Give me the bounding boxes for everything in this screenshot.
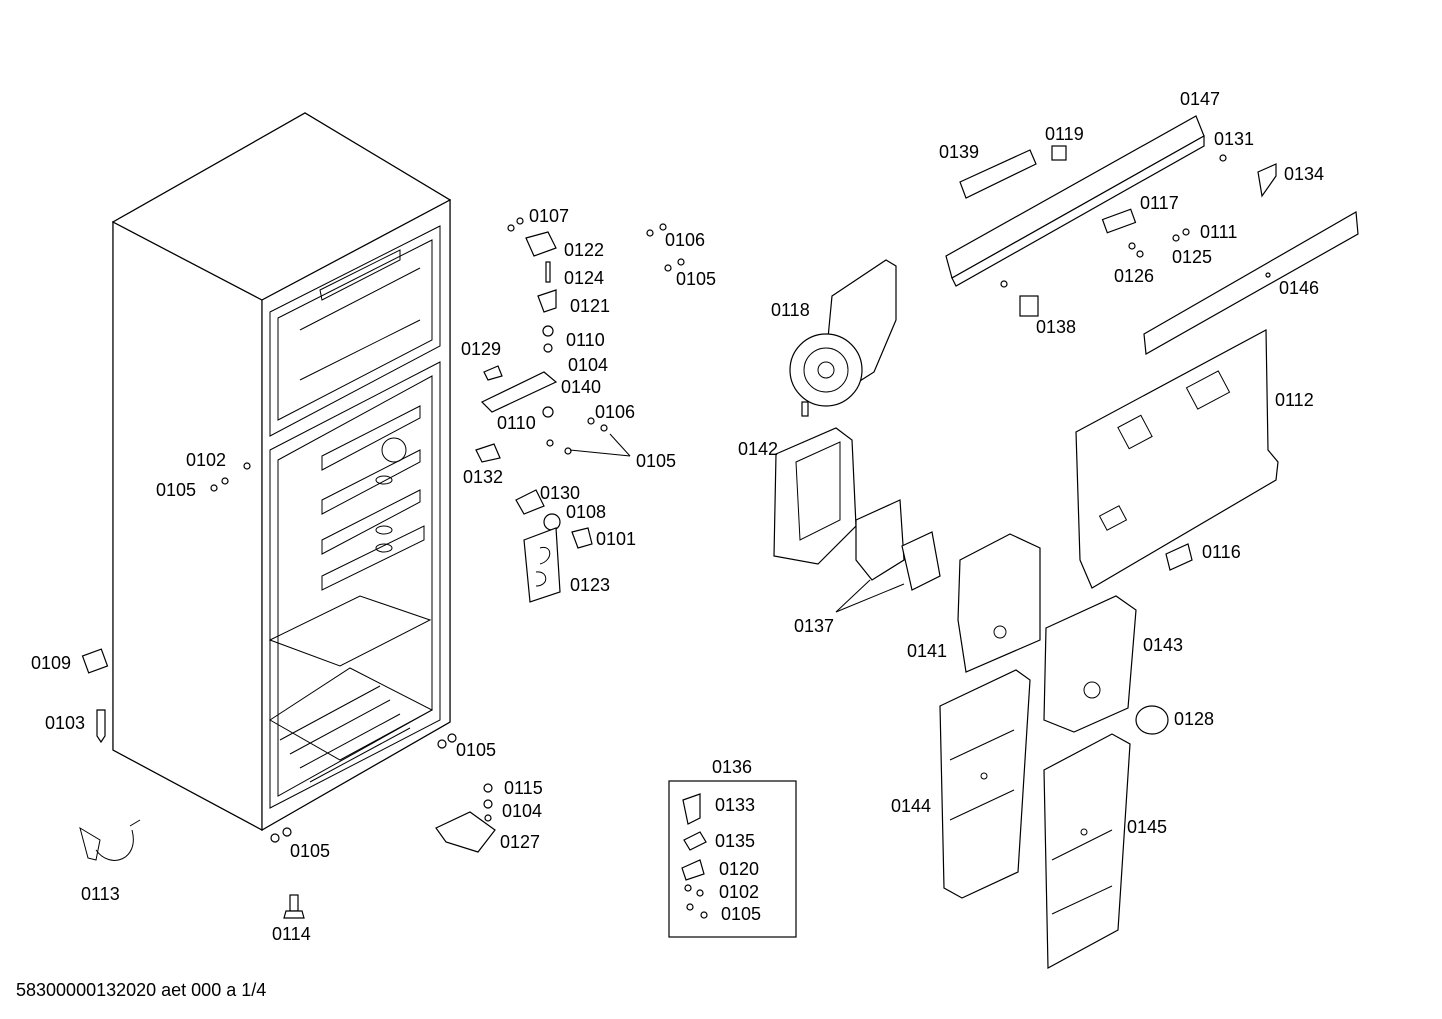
- label-0135: 0135: [715, 831, 755, 851]
- label-0102: 0102: [186, 450, 226, 470]
- label-0125: 0125: [1172, 247, 1212, 267]
- label-0129: 0129: [461, 339, 501, 359]
- label-0126: 0126: [1114, 266, 1154, 286]
- label-0108: 0108: [566, 502, 606, 522]
- small-fasteners-left: [79, 462, 496, 919]
- callout-labels: 0147 0119 0131 0139 0134 0117 0111 0125 …: [31, 89, 1324, 944]
- label-0142: 0142: [738, 439, 778, 459]
- label-0105-b: 0105: [636, 451, 676, 471]
- footer-document-code: 58300000132020 aet 000 a 1/4: [16, 980, 267, 1000]
- label-0111: 0111: [1200, 222, 1237, 242]
- label-0123: 0123: [570, 575, 610, 595]
- control-panel-assembly: [945, 115, 1359, 355]
- label-0110-b: 0110: [497, 413, 536, 433]
- label-0131: 0131: [1214, 129, 1254, 149]
- label-0120: 0120: [719, 859, 759, 879]
- refrigerator-cabinet: [111, 112, 452, 832]
- label-0139: 0139: [939, 142, 979, 162]
- label-0122: 0122: [564, 240, 604, 260]
- label-0103: 0103: [45, 713, 85, 733]
- label-0110: 0110: [566, 330, 605, 350]
- rear-panel: [1075, 329, 1279, 589]
- label-0130: 0130: [540, 483, 580, 503]
- label-0124: 0124: [564, 268, 604, 288]
- label-0116: 0116: [1202, 542, 1241, 562]
- label-0101: 0101: [596, 529, 636, 549]
- label-0105-d: 0105: [456, 740, 496, 760]
- label-0121: 0121: [570, 296, 610, 316]
- evaporator-housing: [773, 427, 1169, 969]
- label-0112: 0112: [1275, 390, 1314, 410]
- label-0140: 0140: [561, 377, 601, 397]
- label-0106: 0106: [665, 230, 705, 250]
- label-0133: 0133: [715, 795, 755, 815]
- label-0106-b: 0106: [595, 402, 635, 422]
- label-0138: 0138: [1036, 317, 1076, 337]
- label-0109: 0109: [31, 653, 71, 673]
- label-0102-b: 0102: [719, 882, 759, 902]
- label-0137: 0137: [794, 616, 834, 636]
- label-0141: 0141: [907, 641, 947, 661]
- label-0118: 0118: [771, 300, 810, 320]
- label-0136: 0136: [712, 757, 752, 777]
- label-0104: 0104: [568, 355, 608, 375]
- label-0105-c: 0105: [156, 480, 196, 500]
- label-0104-b: 0104: [502, 801, 542, 821]
- label-0107: 0107: [529, 206, 569, 226]
- label-0127: 0127: [500, 832, 540, 852]
- label-0105-f: 0105: [721, 904, 761, 924]
- center-parts: [475, 217, 685, 603]
- label-0113: 0113: [81, 884, 120, 904]
- label-0117: 0117: [1140, 193, 1179, 213]
- label-0143: 0143: [1143, 635, 1183, 655]
- label-0114: 0114: [272, 924, 311, 944]
- label-0146: 0146: [1279, 278, 1319, 298]
- label-0105-e: 0105: [290, 841, 330, 861]
- label-0115: 0115: [504, 778, 543, 798]
- label-0132: 0132: [463, 467, 503, 487]
- label-0147: 0147: [1180, 89, 1220, 109]
- label-0134: 0134: [1284, 164, 1324, 184]
- label-0145: 0145: [1127, 817, 1167, 837]
- label-0144: 0144: [891, 796, 931, 816]
- label-0128: 0128: [1174, 709, 1214, 729]
- label-0119: 0119: [1045, 124, 1084, 144]
- fan-housing: [789, 259, 897, 417]
- label-0105: 0105: [676, 269, 716, 289]
- kit-box-0136: [668, 780, 797, 938]
